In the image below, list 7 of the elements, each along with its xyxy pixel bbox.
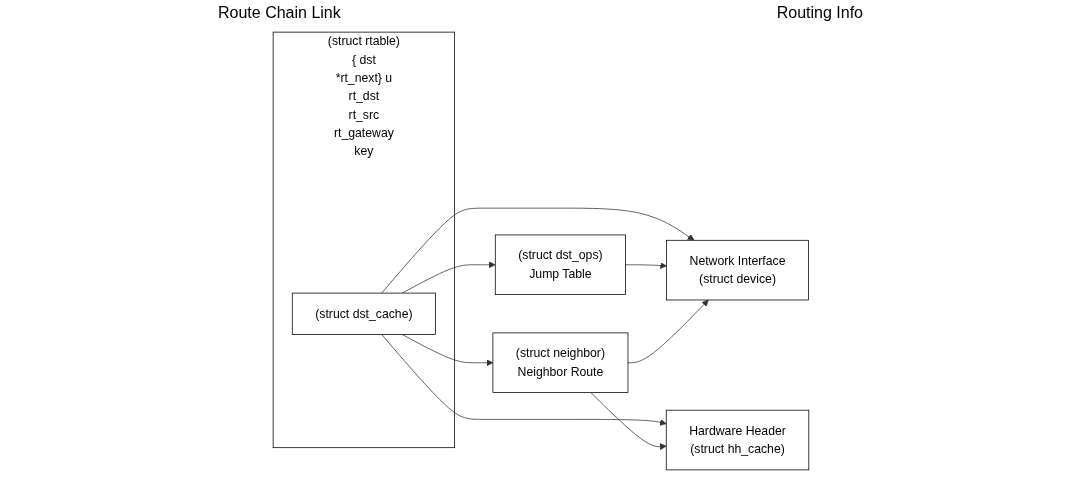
node-box: (struct dst_ops) Jump Table bbox=[494, 234, 626, 295]
node-box: Hardware Header (struct hh_cache) bbox=[665, 409, 809, 471]
node-box: Network Interface (struct device) bbox=[665, 239, 809, 301]
column-heading: Route Chain Link bbox=[218, 4, 341, 22]
column-heading: Routing Info bbox=[776, 4, 863, 22]
node-box: (struct neighbor) Neighbor Route bbox=[492, 332, 628, 393]
node-box: (struct dst_cache) bbox=[291, 292, 436, 335]
